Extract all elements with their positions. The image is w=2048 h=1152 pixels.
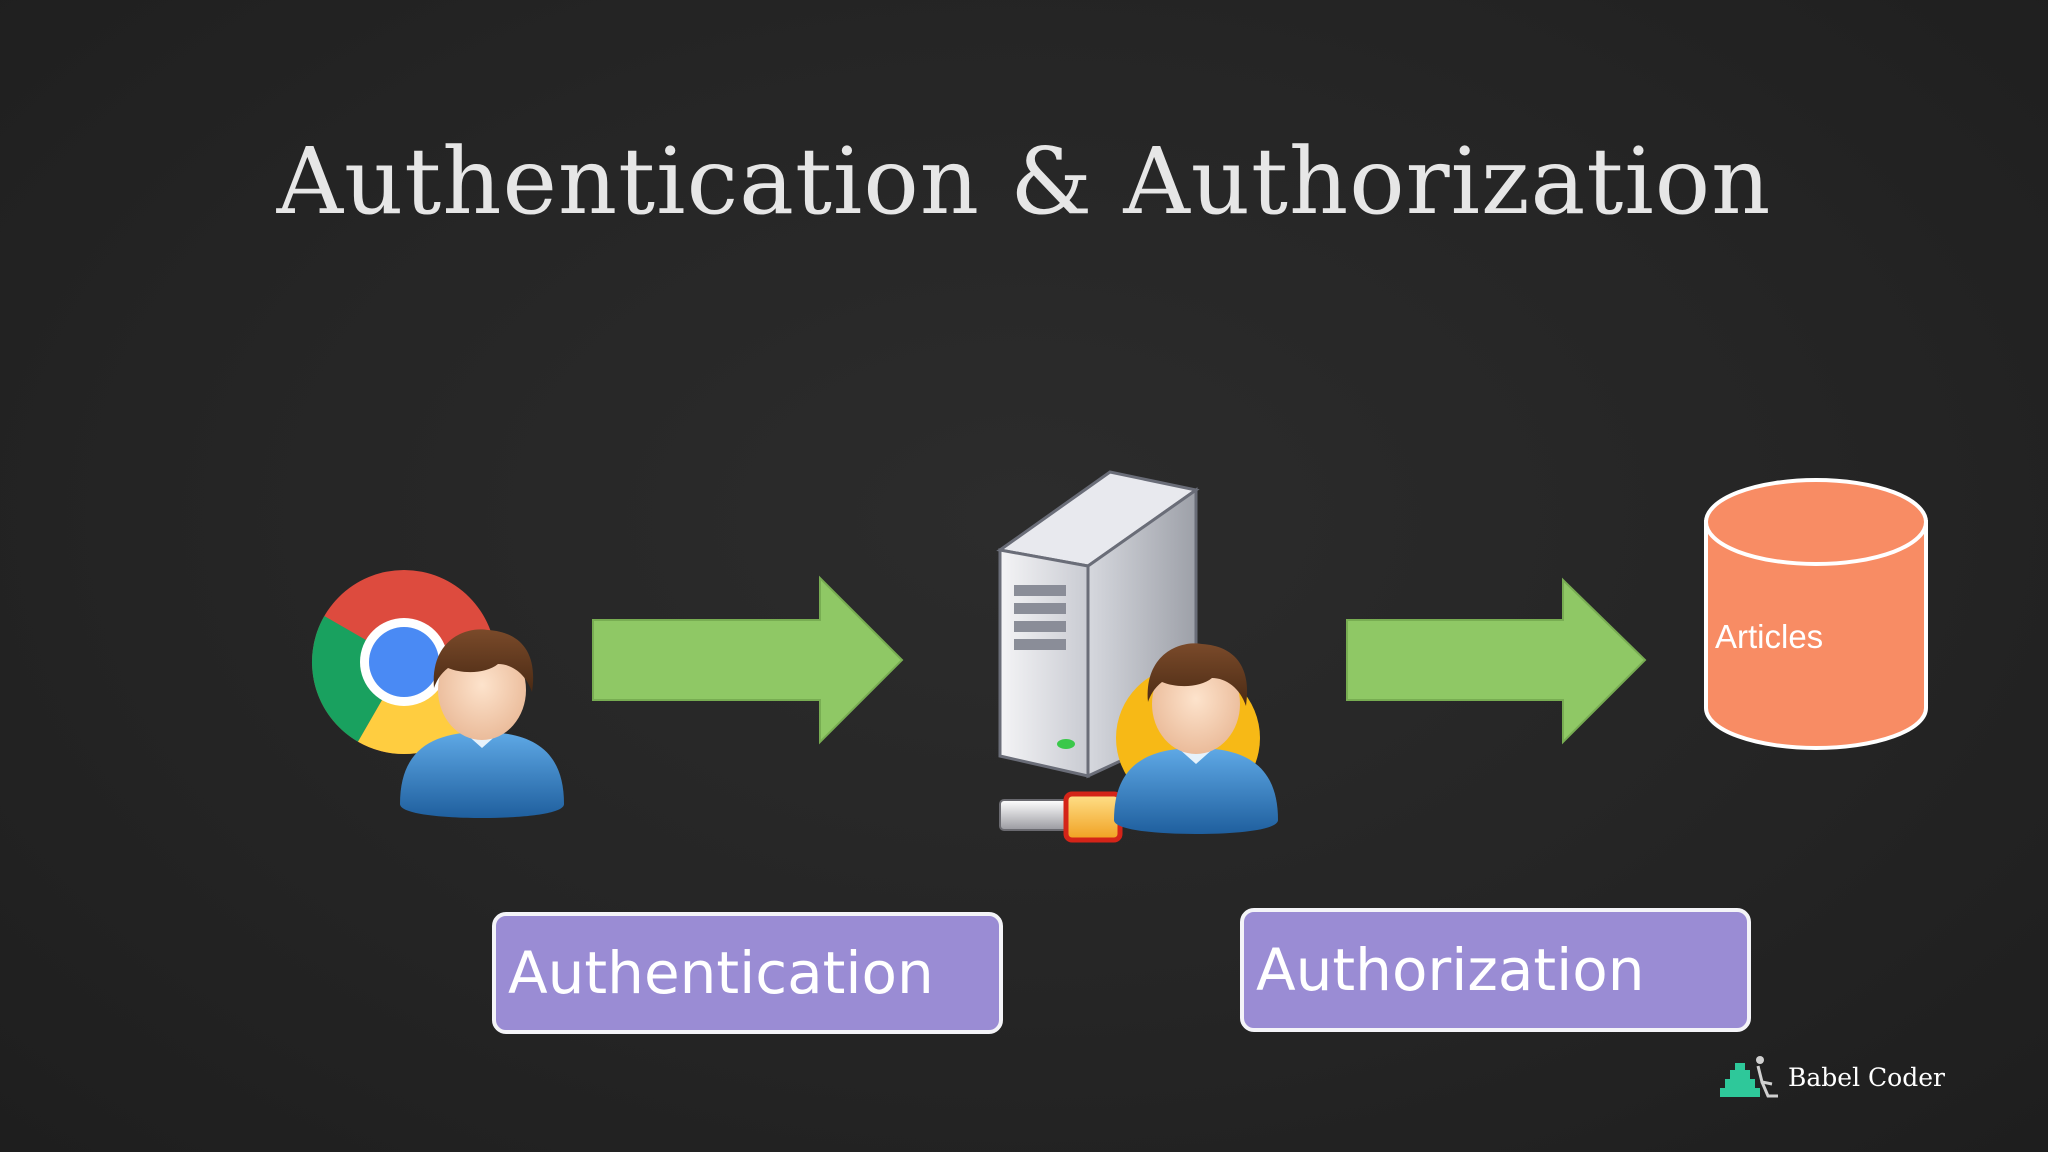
user-icon <box>1114 643 1278 834</box>
arrow-authentication <box>592 575 904 745</box>
arrow-authorization <box>1346 577 1647 745</box>
user-icon <box>400 629 564 818</box>
database-label: Articles <box>1715 618 1824 655</box>
authentication-label: Authentication <box>492 912 1003 1034</box>
authorization-label: Authorization <box>1240 908 1751 1032</box>
brand-logo: Babel Coder <box>1718 1052 1945 1102</box>
brand-name: Babel Coder <box>1788 1062 1945 1092</box>
babel-coder-logo-icon <box>1720 1056 1778 1098</box>
database-icon <box>1704 478 1928 750</box>
slide-title: Authentication & Authorization <box>276 128 1772 235</box>
